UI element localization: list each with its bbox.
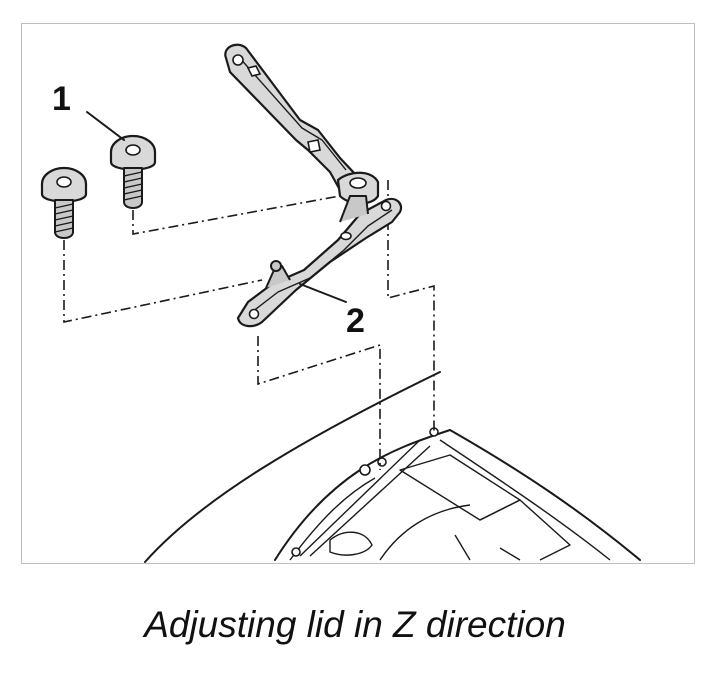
alignment-lines (63, 180, 435, 470)
bolt-front (40, 166, 88, 239)
callout-leader-1 (86, 111, 125, 141)
illustration-frame (21, 23, 695, 564)
hinge-arm (224, 43, 380, 205)
callout-number-1: 1 (52, 80, 71, 118)
callout-leader-2 (299, 283, 347, 303)
bolt-rear (109, 134, 157, 209)
hinge-base-plate (236, 195, 403, 328)
figure-caption: Adjusting lid in Z direction (144, 604, 566, 645)
vehicle-body-outline (144, 371, 641, 563)
callout-number-2: 2 (346, 302, 365, 340)
